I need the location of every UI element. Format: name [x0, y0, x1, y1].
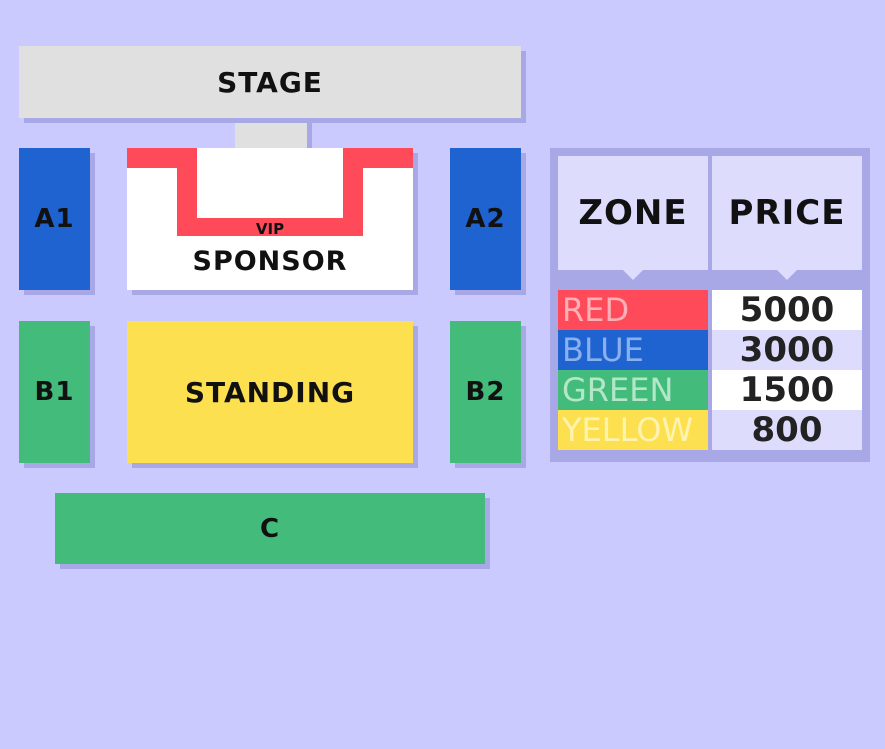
vip-band-right-arm [343, 148, 363, 236]
stage[interactable]: STAGE [19, 46, 521, 118]
section-c-label: C [259, 513, 281, 544]
legend-zone-red: RED [558, 290, 708, 330]
legend-price-green: 1500 [712, 370, 862, 410]
legend-price-red: 5000 [712, 290, 862, 330]
stage-label: STAGE [217, 65, 323, 99]
price-header: PRICE [712, 156, 862, 270]
section-standing[interactable]: STANDING [127, 321, 413, 463]
zone-header-pointer [623, 270, 643, 280]
price-header-pointer [777, 270, 797, 280]
legend-price-blue: 3000 [712, 330, 862, 370]
legend-zone-yellow: YELLOW [558, 410, 708, 450]
section-a1-label: A1 [34, 204, 75, 234]
section-a1[interactable]: A1 [19, 148, 90, 290]
section-sponsor[interactable]: VIP SPONSOR [127, 148, 413, 290]
section-a2-label: A2 [465, 204, 506, 234]
sponsor-label: SPONSOR [192, 246, 348, 277]
section-c[interactable]: C [55, 493, 485, 564]
section-b2-label: B2 [465, 377, 506, 407]
vip-band-bottom [177, 218, 363, 236]
zone-header: ZONE [558, 156, 708, 270]
legend-zone-green: GREEN [558, 370, 708, 410]
section-b1[interactable]: B1 [19, 321, 90, 463]
section-b1-label: B1 [34, 377, 75, 407]
price-legend: ZONE PRICE RED 5000 BLUE 3000 GREEN 1500… [550, 148, 870, 462]
section-a2[interactable]: A2 [450, 148, 521, 290]
legend-zone-blue: BLUE [558, 330, 708, 370]
legend-price-yellow: 800 [712, 410, 862, 450]
vip-label: VIP [255, 220, 285, 238]
vip-band-left-arm [177, 148, 197, 236]
vip-band-right [343, 148, 413, 168]
section-standing-label: STANDING [184, 375, 356, 409]
section-b2[interactable]: B2 [450, 321, 521, 463]
